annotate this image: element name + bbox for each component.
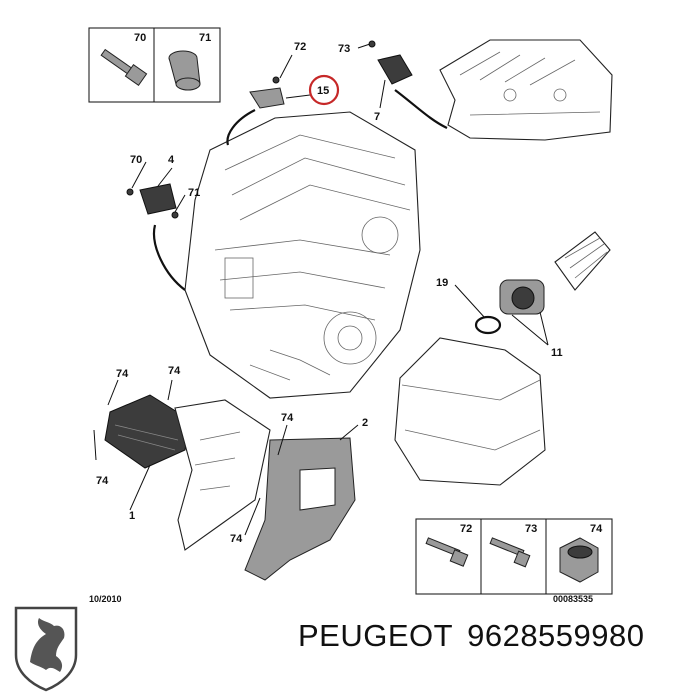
nut-74-icon	[559, 537, 599, 583]
hardware-box-top	[88, 27, 221, 103]
part-number: 9628559980	[467, 618, 645, 653]
bracket-2-part	[244, 437, 356, 581]
callout-74-c: 74	[96, 475, 109, 487]
callout-70-top: 70	[134, 32, 146, 44]
callout-74-bottom: 74	[590, 523, 603, 535]
part-caption: PEUGEOT 9628559980	[298, 618, 659, 654]
bracket-1-part	[174, 399, 271, 551]
callout-71-mid: 71	[188, 187, 200, 199]
callout-74-a: 74	[116, 368, 129, 380]
engine-block-illustration	[184, 111, 421, 399]
hardware-box-bottom: 72 73 74	[415, 518, 613, 595]
callout-19: 19	[436, 277, 448, 289]
callout-labels: 70 71 72 15 73 7 70 4 71 19 11 74 74 74 …	[96, 32, 563, 545]
bolt-70-icon	[100, 48, 148, 87]
callout-4: 4	[168, 154, 175, 166]
intake-manifold-illustration	[439, 39, 613, 141]
callout-74-e: 74	[230, 533, 243, 545]
callout-11: 11	[551, 347, 563, 359]
sleeve-71-icon	[168, 50, 201, 91]
flange-bolt-72-icon	[425, 537, 469, 567]
actuator-4-part	[126, 183, 179, 219]
sensor-15-part	[249, 76, 285, 109]
sensor-7-part	[368, 40, 413, 85]
callout-2: 2	[362, 417, 368, 429]
ecu-module-part	[104, 394, 191, 469]
callout-7: 7	[374, 111, 380, 123]
callout-73-top: 73	[338, 43, 350, 55]
callout-72-bottom: 72	[460, 523, 472, 535]
leader-lines	[93, 43, 549, 536]
callout-70-mid: 70	[130, 154, 142, 166]
callout-1: 1	[129, 510, 135, 522]
brand-name: PEUGEOT	[298, 618, 454, 653]
o-ring-part	[474, 315, 502, 335]
peugeot-lion-logo-icon	[14, 606, 78, 692]
highlight-ring	[308, 74, 340, 106]
callout-73-bottom: 73	[525, 523, 537, 535]
diagram-date: 10/2010	[89, 594, 122, 604]
callout-71-top: 71	[199, 32, 211, 44]
intake-hose-illustration	[554, 231, 611, 291]
callout-74-d: 74	[281, 412, 294, 424]
diagram-code: 00083535	[553, 594, 593, 604]
air-filter-box-illustration	[394, 337, 546, 486]
callout-74-b: 74	[168, 365, 181, 377]
throttle-body-part	[499, 279, 545, 315]
callout-15: 15	[317, 85, 329, 97]
callout-72-top: 72	[294, 41, 306, 53]
bolt-73-icon	[489, 537, 531, 568]
